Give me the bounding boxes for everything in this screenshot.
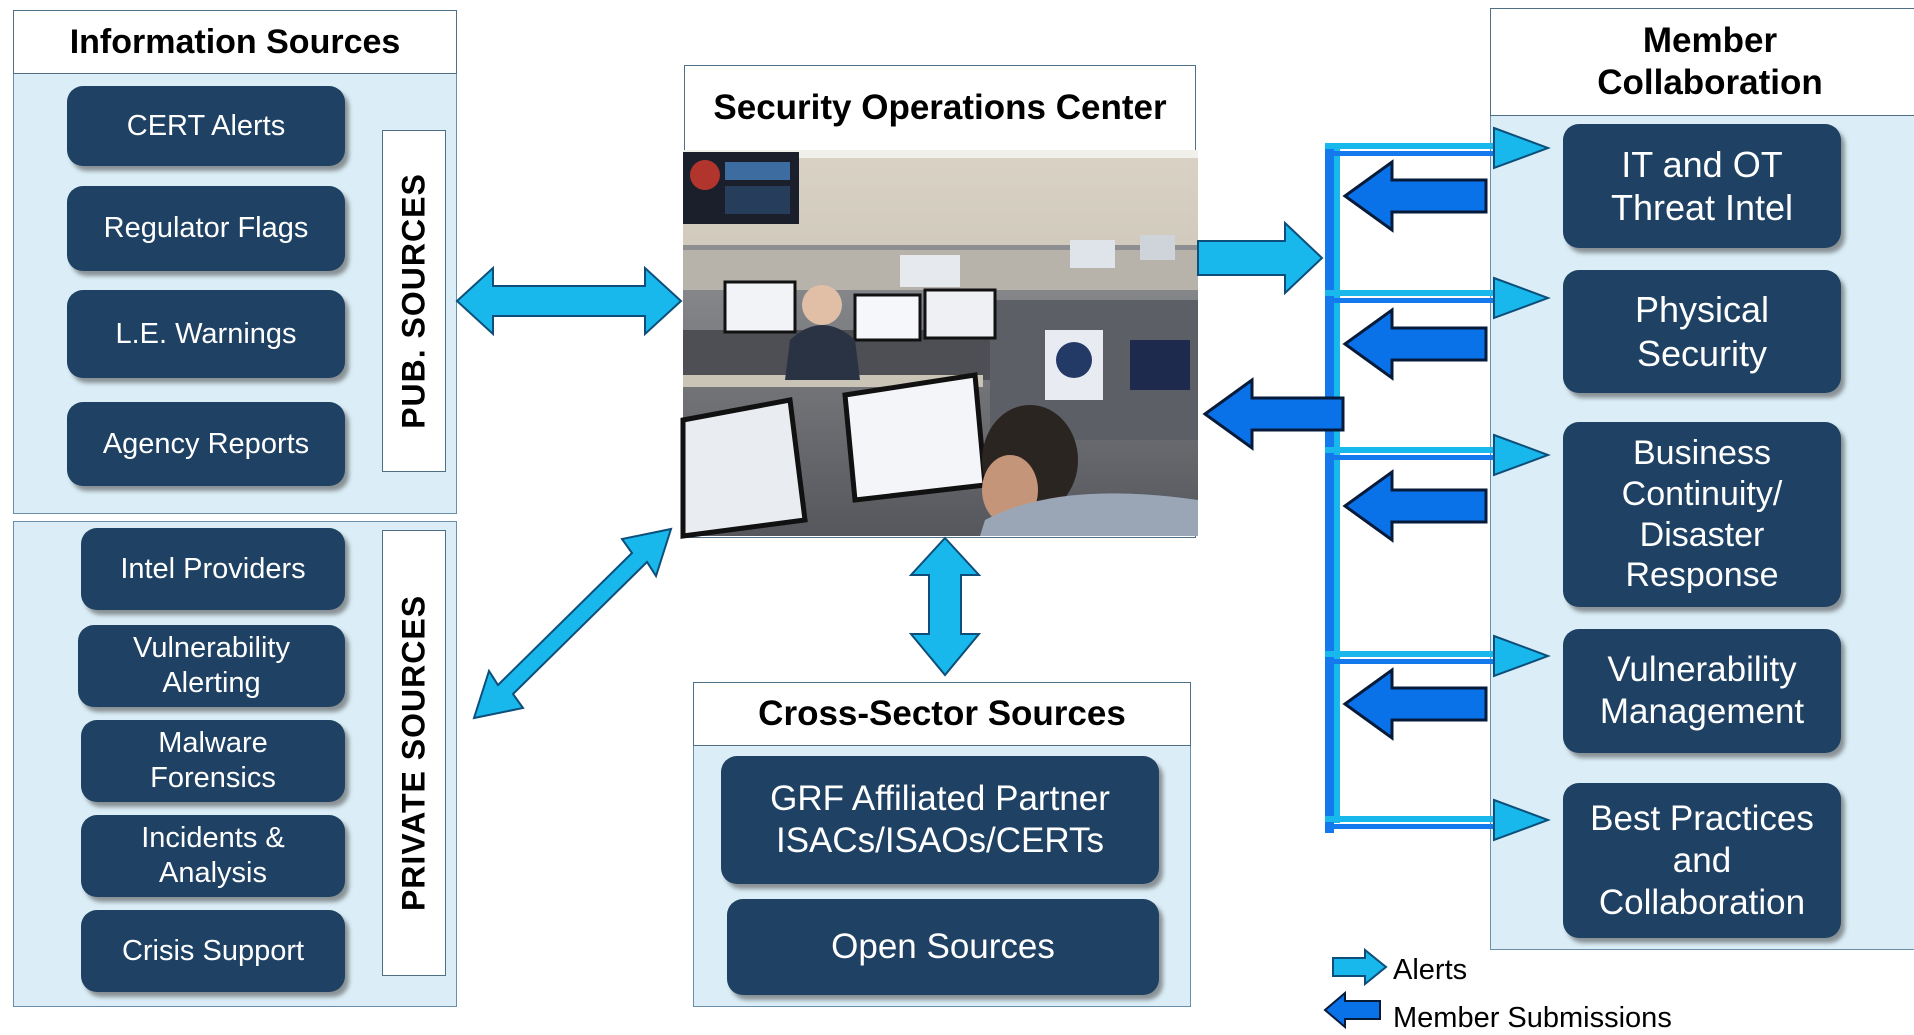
information-sources-title: Information Sources	[13, 10, 457, 74]
intel-providers-item: Intel Providers	[81, 528, 345, 610]
regulator-flags-item: Regulator Flags	[67, 186, 345, 271]
alert-arrow-5	[1493, 798, 1551, 842]
agency-reports-item: Agency Reports	[67, 402, 345, 486]
pub-sources-label: PUB. SOURCES	[382, 130, 446, 472]
private-soc-arrow	[472, 527, 673, 720]
le-warnings-item: L.E. Warnings	[67, 290, 345, 378]
incidents-analysis-item: Incidents & Analysis	[81, 815, 345, 897]
submission-arrow-3	[1342, 469, 1488, 543]
alerts-bracket	[1325, 143, 1495, 833]
alert-arrow-2	[1493, 276, 1551, 320]
cross-sector-title: Cross-Sector Sources	[693, 682, 1191, 746]
pub-soc-arrow	[455, 265, 683, 337]
submission-arrow-4	[1342, 667, 1488, 741]
malware-forensics-item: Malware Forensics	[81, 720, 345, 802]
cert-alerts-item: CERT Alerts	[67, 86, 345, 166]
vulnerability-management-item: Vulnerability Management	[1563, 629, 1841, 753]
legend-submissions-icon	[1323, 990, 1381, 1030]
best-practices-item: Best Practices and Collaboration	[1563, 783, 1841, 938]
alert-arrow-4	[1493, 634, 1551, 678]
submission-arrow-1	[1342, 159, 1488, 233]
it-ot-threat-intel-item: IT and OT Threat Intel	[1563, 124, 1841, 248]
physical-security-item: Physical Security	[1563, 270, 1841, 393]
submission-soc-arrow	[1202, 377, 1345, 451]
soc-member-arrow	[1197, 220, 1324, 296]
legend-alerts-label: Alerts	[1393, 954, 1468, 986]
business-continuity-item: Business Continuity/ Disaster Response	[1563, 422, 1841, 607]
private-sources-label: PRIVATE SOURCES	[382, 530, 446, 976]
crisis-support-item: Crisis Support	[81, 910, 345, 992]
legend-submissions-label: Member Submissions	[1393, 1002, 1672, 1034]
soc-title: Security Operations Center	[713, 88, 1167, 127]
alert-arrow-1	[1493, 126, 1551, 170]
grf-partners-item: GRF Affiliated Partner ISACs/ISAOs/CERTs	[721, 756, 1159, 884]
vulnerability-alerting-item: Vulnerability Alerting	[78, 625, 345, 707]
alert-arrow-3	[1493, 433, 1551, 477]
legend-alerts-icon	[1332, 947, 1388, 987]
submission-arrow-2	[1342, 307, 1488, 381]
open-sources-item: Open Sources	[727, 899, 1159, 995]
soc-cross-arrow	[908, 536, 982, 677]
member-collaboration-title: Member Collaboration	[1490, 8, 1914, 116]
